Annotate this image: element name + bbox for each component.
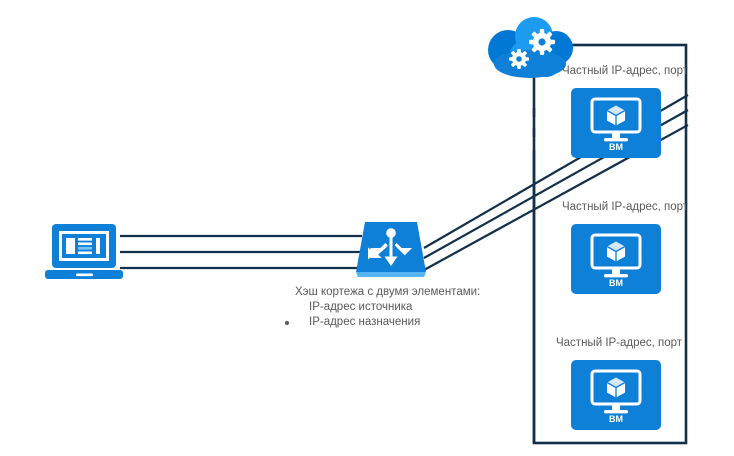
vm-endpoint-label-2: Частный IP-адрес, порт [562,201,689,213]
hash-note-line-1: Хэш кортежа с двумя элементами: [295,286,481,298]
gear-small-icon [509,49,529,69]
gear-large-icon [529,29,555,55]
vm-node-3[interactable] [571,360,661,430]
hash-note-line-3: IP-адрес назначения [309,316,421,328]
hash-tuple-note: Хэш кортежа с двумя элементами: IP-адрес… [285,285,481,330]
vm-caption-2: ВМ [609,278,623,288]
load-balancer-icon [356,222,426,277]
vm-endpoint-label-1: Частный IP-адрес, порт [562,65,689,77]
hash-note-line-3-wrapper: IP-адрес назначения [285,315,480,330]
client-to-lb-links [120,234,362,270]
bullet-icon [285,321,289,325]
hash-note-line-2: IP-адрес источника [309,301,413,313]
vm-node-1[interactable] [571,88,661,158]
cloud-gears-icon [488,17,573,78]
vm-node-2[interactable] [571,224,661,294]
virtual-machine-icon [590,97,642,142]
vm-caption-3: ВМ [609,414,623,424]
vm-caption-1: ВМ [609,142,623,152]
laptop-icon [45,224,123,279]
vm-endpoint-label-3: Частный IP-адрес, порт [556,337,683,349]
virtual-machine-icon [590,369,642,414]
lb-arrow-glyph [370,228,412,266]
virtual-machine-icon [590,233,642,278]
